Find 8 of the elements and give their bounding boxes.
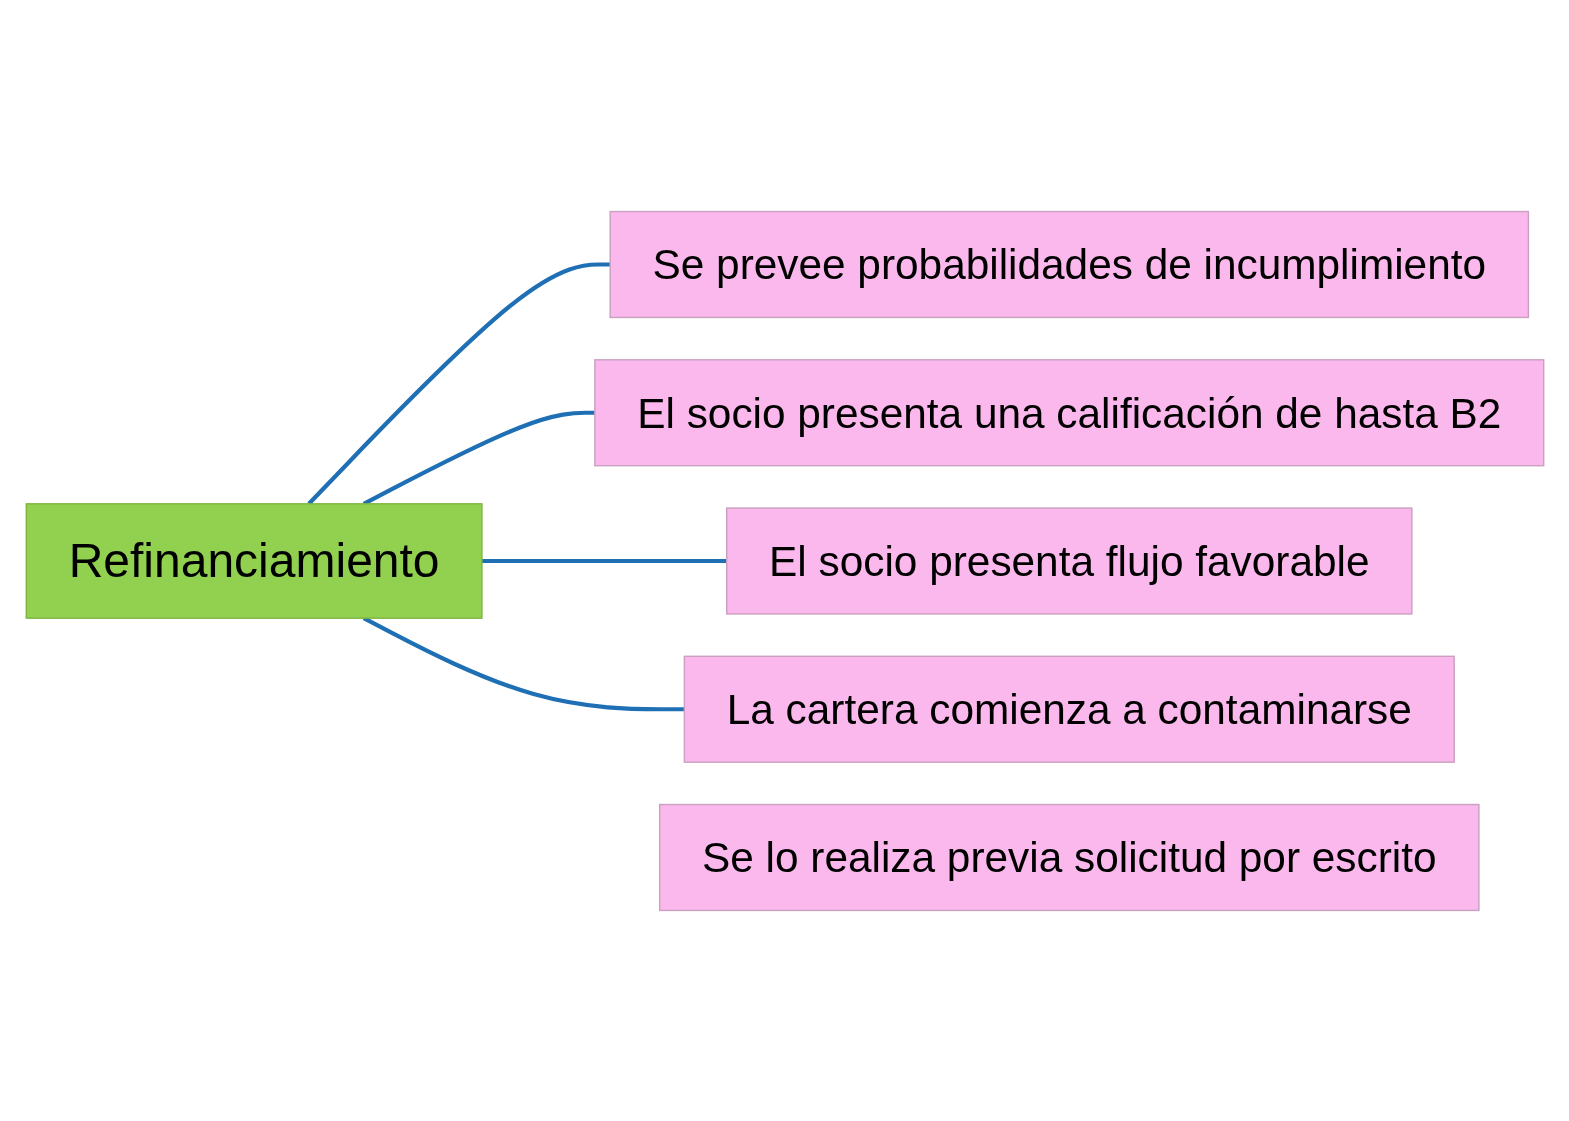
connector <box>481 558 727 563</box>
node-box: Refinanciamiento <box>25 502 483 619</box>
node-box: La cartera comienza a contaminarse <box>683 655 1455 763</box>
node-box: Se prevee probabilidades de incumplimiento <box>608 210 1529 318</box>
node-box: El socio presenta flujo favorable <box>725 506 1413 615</box>
node-box: Se lo realiza previa solicitud por escrito <box>658 803 1480 911</box>
connector <box>306 261 610 505</box>
node-box: El socio presenta una calificación de hasta B2 <box>593 358 1544 466</box>
